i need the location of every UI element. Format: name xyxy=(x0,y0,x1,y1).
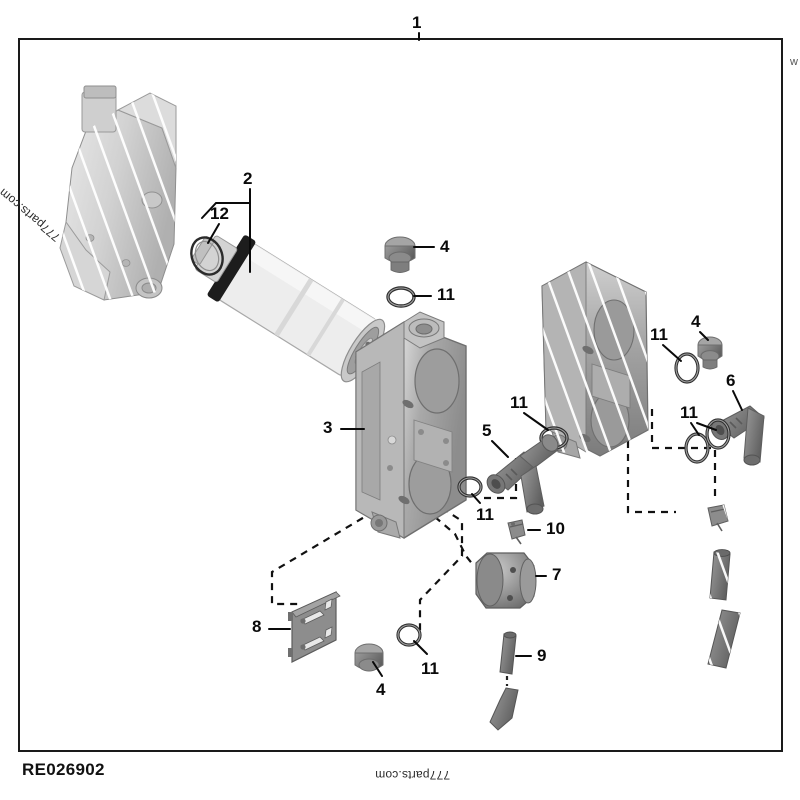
callout-4-upper[interactable]: 4 xyxy=(440,237,450,256)
callout-1[interactable]: 1 xyxy=(412,13,422,32)
callout-11-tee[interactable]: 11 xyxy=(476,505,494,524)
callout-11-upper-right[interactable]: 11 xyxy=(650,325,668,344)
watermark-bottom: 777parts.com xyxy=(375,768,451,782)
callout-3[interactable]: 3 xyxy=(323,418,333,437)
part-number-caption: RE026902 xyxy=(22,760,105,779)
callout-2[interactable]: 2 xyxy=(243,169,253,188)
callout-10[interactable]: 10 xyxy=(546,519,565,538)
callout-6[interactable]: 6 xyxy=(726,371,736,390)
callout-7[interactable]: 7 xyxy=(552,565,562,584)
callout-11-upper[interactable]: 11 xyxy=(437,285,455,304)
callout-8[interactable]: 8 xyxy=(252,617,262,636)
callout-11-mid[interactable]: 11 xyxy=(510,393,528,412)
callout-5[interactable]: 5 xyxy=(482,421,492,440)
callout-11-pair[interactable]: 11 xyxy=(680,403,698,422)
drawing-frame xyxy=(18,38,783,752)
callout-12[interactable]: 12 xyxy=(210,204,229,223)
callout-9[interactable]: 9 xyxy=(537,646,547,665)
callout-4-lower[interactable]: 4 xyxy=(376,680,386,699)
watermark-right-edge: w xyxy=(790,56,799,68)
callout-11-lower[interactable]: 11 xyxy=(421,659,439,678)
callout-4-right[interactable]: 4 xyxy=(691,312,701,331)
